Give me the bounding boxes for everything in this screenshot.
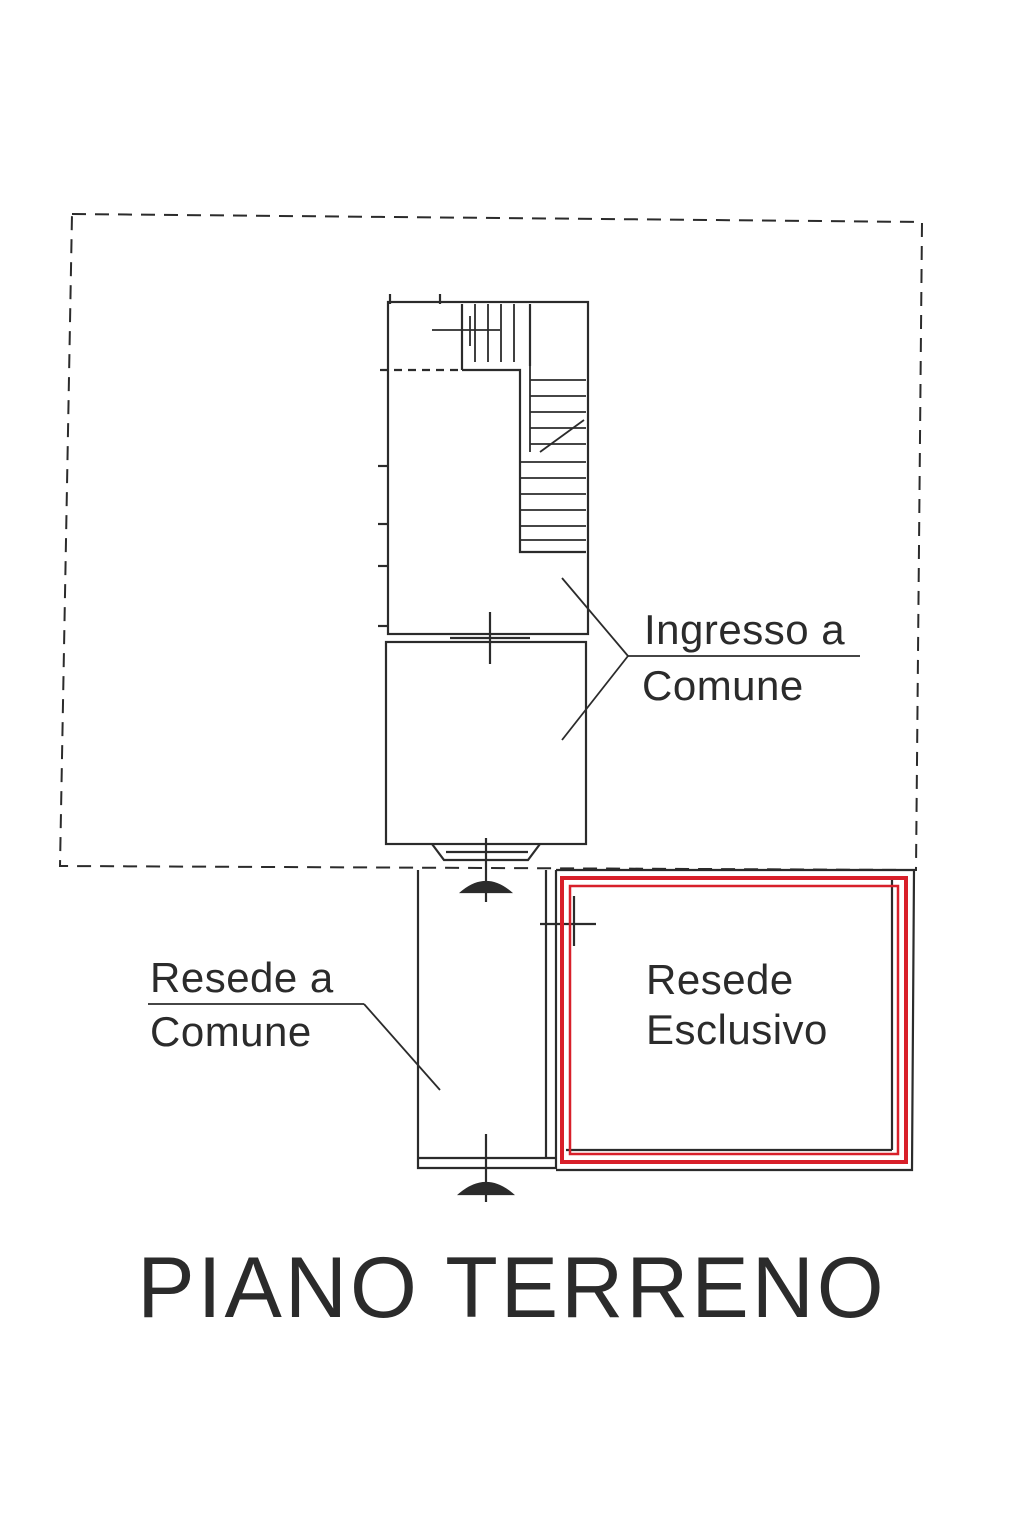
label-ingresso-line2: Comune: [642, 662, 804, 709]
label-resede-comune-line1: Resede a: [150, 954, 334, 1001]
property-boundary-dashed: [58, 212, 924, 872]
resede-comune-leader: [148, 1003, 441, 1091]
stair-treads-upper: [432, 304, 515, 362]
stair-treads-right: [520, 366, 586, 541]
resede-esclusivo-outline: [556, 868, 916, 1172]
label-ingresso-line1: Ingresso a: [644, 606, 846, 653]
ingresso-leader-lines: [561, 577, 860, 741]
building-block: [378, 294, 590, 636]
label-resede-esclusivo-line1: Resede: [646, 956, 794, 1003]
entrance-room: [384, 612, 588, 862]
resede-esclusivo-highlight: [560, 876, 908, 1164]
plan-title: PIANO TERRENO: [137, 1240, 887, 1336]
label-resede-esclusivo-line2: Esclusivo: [646, 1006, 828, 1053]
label-resede-comune-line2: Comune: [150, 1008, 312, 1055]
resede-comune-strip: [416, 838, 596, 1202]
